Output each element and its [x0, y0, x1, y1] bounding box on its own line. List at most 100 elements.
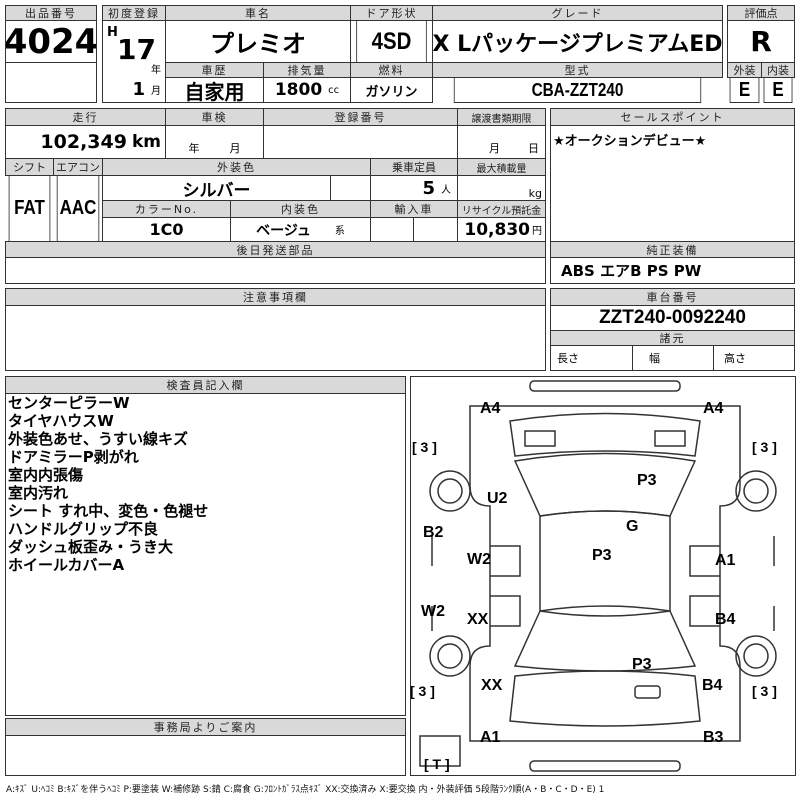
import-label: 輸入車	[370, 200, 458, 218]
inspector-notes: センターピラーW タイヤハウスW 外装色あせ、うすい線キズ ドアミラーP剥がれ …	[8, 394, 208, 574]
recycle-unit: 円	[532, 226, 542, 237]
damage-mark: A1	[715, 552, 736, 569]
equipment-label: 純正装備	[550, 241, 795, 258]
inspection-month-unit: 月	[229, 142, 241, 155]
spec-width: 幅	[632, 345, 714, 371]
damage-mark: [ 3 ]	[752, 683, 777, 699]
note: ドアミラーP剥がれ	[8, 448, 139, 466]
mileage-number: 102,349	[40, 131, 127, 153]
car-name-label: 車名	[165, 5, 351, 21]
capacity-label: 乗車定員	[370, 158, 458, 176]
score-value: R	[727, 20, 795, 63]
note: タイヤハウスW	[8, 412, 114, 430]
chassis-value: ZZT240-0092240	[550, 305, 795, 331]
model-value: CBA-ZZT240	[453, 77, 702, 103]
transfer-day-unit: 日	[528, 142, 539, 155]
note: 室内内張傷	[8, 466, 84, 484]
damage-mark: [ T ]	[424, 756, 450, 772]
int-score: E	[763, 77, 793, 103]
note: ホイールカバーA	[8, 556, 125, 574]
damage-mark: P3	[632, 656, 652, 673]
sales-point-value: ★オークションデビュー★	[550, 125, 795, 242]
door-value: 4SD	[356, 20, 427, 63]
era: H	[107, 25, 118, 40]
note: ハンドルグリップ不良	[8, 520, 159, 538]
inspector-box	[5, 393, 406, 716]
year: 17	[117, 33, 156, 66]
car-name: プレミオ	[165, 20, 351, 63]
damage-mark: B3	[703, 729, 724, 746]
lot-label: 出品番号	[5, 5, 97, 21]
damage-mark: W2	[421, 603, 445, 620]
import-blank-2	[413, 217, 458, 242]
transfer-month-unit: 月	[489, 142, 500, 155]
int-score-label: 内装	[761, 62, 795, 78]
shift-label: シフト	[5, 158, 54, 176]
equipment-value: ABS エアB PS PW	[550, 257, 795, 284]
damage-mark: XX	[467, 611, 489, 628]
later-parts-value	[5, 257, 546, 284]
import-blank-1	[370, 217, 414, 242]
ext-score: E	[729, 77, 760, 103]
ext-color-label: 外装色	[102, 158, 371, 176]
aircon-value: AAC	[56, 175, 100, 242]
fuel-label: 燃料	[350, 62, 433, 78]
recycle-label: リサイクル預託金	[457, 200, 546, 218]
sales-point-label: セールスポイント	[550, 108, 795, 126]
caution-value	[5, 305, 546, 371]
damage-mark: B2	[423, 524, 444, 541]
max-load-value: kg	[457, 175, 546, 201]
chassis-label: 車台番号	[550, 288, 795, 306]
first-reg-year: H 17 年	[102, 20, 166, 78]
note: 外装色あせ、うすい線キズ	[8, 430, 189, 448]
registration-label: 登録番号	[263, 108, 458, 126]
history-label: 車歴	[165, 62, 264, 78]
month-unit: 月	[151, 86, 161, 97]
grade-value: X LパッケージプレミアムED	[432, 20, 723, 63]
damage-mark: [ 3 ]	[410, 683, 435, 699]
displacement-label: 排気量	[263, 62, 351, 78]
shift-value: FAT	[8, 175, 51, 242]
car-diagram-box	[410, 376, 796, 776]
registration-value	[263, 125, 458, 159]
lot-blank	[5, 62, 97, 103]
fuel-value: ガソリン	[350, 77, 433, 103]
damage-mark: U2	[487, 490, 508, 507]
ext-color-value: シルバー	[102, 175, 331, 201]
ext-score-label: 外装	[727, 62, 762, 78]
door-label: ドア形状	[350, 5, 433, 21]
damage-mark: A1	[480, 729, 501, 746]
damage-mark: P3	[637, 472, 657, 489]
spec-length: 長さ	[550, 345, 633, 371]
damage-mark: [ 3 ]	[752, 439, 777, 455]
damage-mark: G	[626, 518, 639, 535]
damage-mark: [ 3 ]	[412, 439, 437, 455]
history-value: 自家用	[165, 77, 264, 103]
spec-height: 高さ	[713, 345, 795, 371]
caution-label: 注意事項欄	[5, 288, 546, 306]
mileage-label: 走行	[5, 108, 166, 126]
recycle-number: 10,830	[464, 219, 530, 240]
later-parts-label: 後日発送部品	[5, 241, 546, 258]
color-no-value: 1C0	[102, 217, 231, 242]
inspection-value: 年月	[165, 125, 264, 159]
year-unit: 年	[151, 65, 161, 76]
int-color-value: ベージュ系	[230, 217, 371, 242]
int-color-text: ベージュ	[256, 222, 311, 239]
inspection-year-unit: 年	[188, 142, 200, 155]
int-color-label: 内装色	[230, 200, 371, 218]
damage-mark: XX	[481, 677, 503, 694]
month: 1	[132, 79, 145, 100]
ext-color-blank	[330, 175, 371, 201]
car-diagram-icon	[419, 380, 777, 772]
score-label: 評価点	[727, 5, 795, 21]
displacement-unit: cc	[328, 84, 340, 96]
note: センターピラーW	[8, 394, 130, 412]
office-label: 事務局よりご案内	[5, 718, 406, 736]
note: ダッシュ板歪み・うき大	[8, 538, 174, 556]
